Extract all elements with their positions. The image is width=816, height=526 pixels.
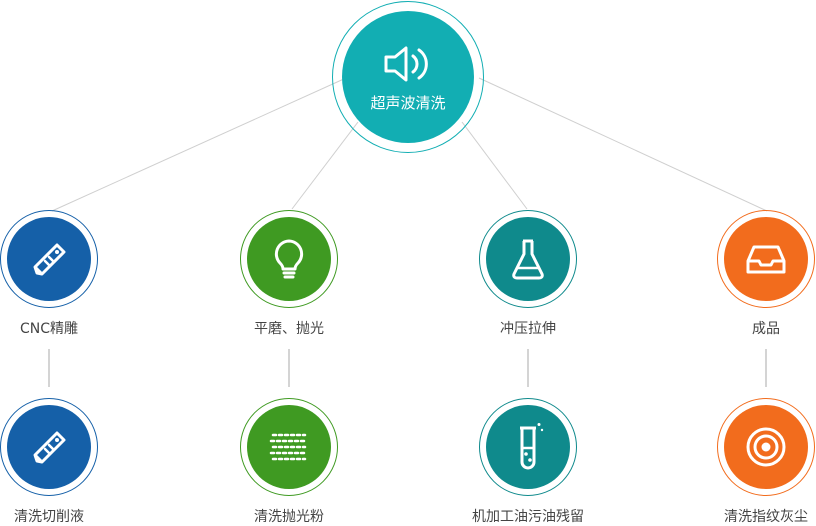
connector-root-stamping	[461, 121, 528, 210]
flask-icon	[512, 239, 544, 280]
category-node-stamping[interactable]	[479, 210, 577, 308]
utility-knife-icon	[33, 243, 66, 276]
child-core	[247, 405, 331, 489]
child-ring	[0, 398, 98, 496]
category-core	[724, 217, 808, 301]
category-ring	[479, 210, 577, 308]
child-node-fingerprint-dust[interactable]	[717, 398, 815, 496]
category-core	[247, 217, 331, 301]
category-label-cnc: CNC精雕	[19, 321, 79, 337]
category-node-cnc[interactable]	[0, 210, 98, 308]
category-ring	[240, 210, 338, 308]
category-ring	[0, 210, 98, 308]
root-core: 超声波清洗	[342, 11, 474, 143]
connector-root-product	[478, 77, 768, 212]
connector-root-cnc	[51, 77, 347, 212]
connector-root-polish	[291, 121, 359, 210]
child-label-fingerprint-dust: 清洗指纹灰尘	[724, 509, 808, 525]
category-label-product: 成品	[752, 321, 780, 337]
child-core	[724, 405, 808, 489]
category-core	[486, 217, 570, 301]
category-node-product[interactable]	[717, 210, 815, 308]
light-bulb-icon	[274, 239, 304, 279]
child-core	[7, 405, 91, 489]
powder-dots-icon	[269, 433, 309, 461]
child-node-polish-powder[interactable]	[240, 398, 338, 496]
test-tube-icon	[520, 423, 544, 470]
child-ring	[479, 398, 577, 496]
child-node-cutting-fluid[interactable]	[0, 398, 98, 496]
category-label-polish: 平磨、抛光	[254, 321, 324, 337]
target-icon	[746, 427, 786, 467]
child-ring	[717, 398, 815, 496]
root-ring	[332, 1, 484, 153]
child-node-oil-residue[interactable]	[479, 398, 577, 496]
child-label-oil-residue: 机加工油污油残留	[472, 509, 584, 525]
speaker-icon	[384, 46, 428, 81]
category-core	[7, 217, 91, 301]
tray-icon	[746, 245, 786, 274]
category-ring	[717, 210, 815, 308]
utility-knife-icon	[33, 431, 66, 464]
category-node-polish[interactable]	[240, 210, 338, 308]
child-label-polish-powder: 清洗抛光粉	[254, 509, 324, 525]
child-ring	[240, 398, 338, 496]
root-label: 超声波清洗	[370, 93, 446, 112]
child-core	[486, 405, 570, 489]
child-label-cutting-fluid: 清洗切削液	[14, 509, 84, 525]
category-label-stamping: 冲压拉伸	[500, 321, 556, 337]
root-node[interactable]: 超声波清洗	[332, 1, 484, 153]
